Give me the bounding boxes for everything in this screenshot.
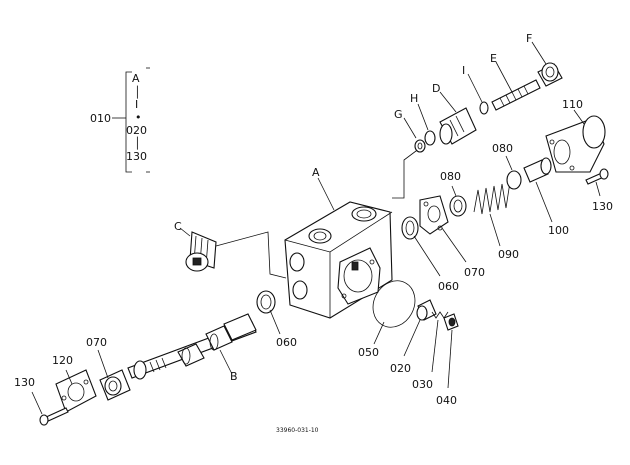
ring-h [424, 130, 436, 146]
leader-130-right [595, 181, 601, 197]
callout-130-right: 130 [592, 200, 613, 213]
leader-h [417, 103, 429, 131]
leader-b [219, 349, 233, 375]
bracket-line-label: │ [134, 85, 141, 99]
seal-080-mid [449, 195, 467, 217]
bracket-line-label: A [132, 72, 140, 85]
leader-d [439, 91, 457, 113]
o-ring-060-right [401, 216, 419, 240]
callout-b: B [230, 370, 238, 383]
callout-060-right: 060 [438, 280, 459, 293]
callout-070-left: 070 [86, 336, 107, 349]
leader-100 [535, 181, 553, 223]
callout-080-mid: 080 [440, 170, 461, 183]
spool-b [127, 313, 257, 380]
callout-060-left: 060 [276, 336, 297, 349]
callout-i: I [462, 64, 465, 77]
leader-c-path [215, 231, 287, 279]
callout-070-right: 070 [464, 266, 485, 279]
callout-110: 110 [562, 98, 583, 111]
leader-e [495, 61, 513, 93]
callout-e: E [490, 52, 497, 65]
leader-130-left [31, 391, 43, 415]
callout-040: 040 [436, 394, 457, 407]
screw-e [491, 79, 541, 111]
callout-050: 050 [358, 346, 379, 359]
screw-040 [443, 313, 459, 331]
bracket-line-label: • [135, 111, 142, 124]
bracket-ref-label: 010 [90, 112, 111, 125]
callout-130-left: 130 [14, 376, 35, 389]
drawing-number: 33960-031-10 [276, 427, 319, 434]
cap-070-left [99, 369, 131, 401]
leader-120 [65, 369, 73, 385]
leader-090 [489, 213, 501, 247]
bracket-line-label: I [135, 98, 138, 111]
leader-f [531, 41, 547, 65]
callout-g: G [394, 108, 403, 121]
poppet-100 [523, 157, 552, 183]
plug-020 [416, 299, 437, 321]
bracket-line-label: │ [134, 136, 141, 150]
plug-c [185, 231, 217, 272]
callout-030: 030 [412, 378, 433, 391]
callout-c: C [174, 220, 182, 233]
leader-060-right [413, 235, 441, 277]
bracket-group: 010 A │ I • 020 │ 130 [90, 67, 150, 173]
nut-f [537, 62, 563, 87]
callout-a: A [312, 166, 320, 179]
bolt-130-left [39, 407, 69, 426]
leader-040 [447, 329, 453, 389]
leader-030 [431, 319, 439, 373]
bracket-line-label: 020 [126, 124, 147, 137]
bracket-line [125, 71, 132, 173]
callout-d: D [432, 82, 440, 95]
leader-080-top [505, 155, 513, 171]
valve-body-a [284, 201, 393, 319]
callout-f: F [526, 32, 532, 45]
leader-080-mid [451, 185, 457, 197]
leader-070-left [97, 349, 109, 379]
leader-a [317, 177, 335, 211]
leader-g-path [392, 147, 421, 199]
cover-120 [55, 369, 97, 413]
leader-110 [573, 109, 585, 125]
callout-h: H [410, 92, 418, 105]
bracket-line-label: 130 [126, 150, 147, 163]
leader-060-left [269, 309, 281, 335]
spring-090 [473, 170, 522, 215]
leader-g [403, 117, 417, 139]
leader-050 [373, 321, 385, 345]
spring-030 [431, 311, 449, 319]
leader-070-right [441, 227, 467, 263]
bolt-130-right [585, 168, 609, 185]
callout-090: 090 [498, 248, 519, 261]
callout-100: 100 [548, 224, 569, 237]
ring-i [479, 101, 489, 115]
callout-020: 020 [390, 362, 411, 375]
plate-070-right [419, 195, 449, 235]
callout-080-top: 080 [492, 142, 513, 155]
leader-i [467, 73, 483, 103]
o-ring-060-left [256, 290, 276, 314]
leader-c [179, 227, 191, 237]
washer-g [414, 139, 426, 153]
cap-110 [545, 115, 606, 173]
leader-020 [403, 319, 421, 357]
sleeve-d [439, 107, 477, 145]
callout-120: 120 [52, 354, 73, 367]
